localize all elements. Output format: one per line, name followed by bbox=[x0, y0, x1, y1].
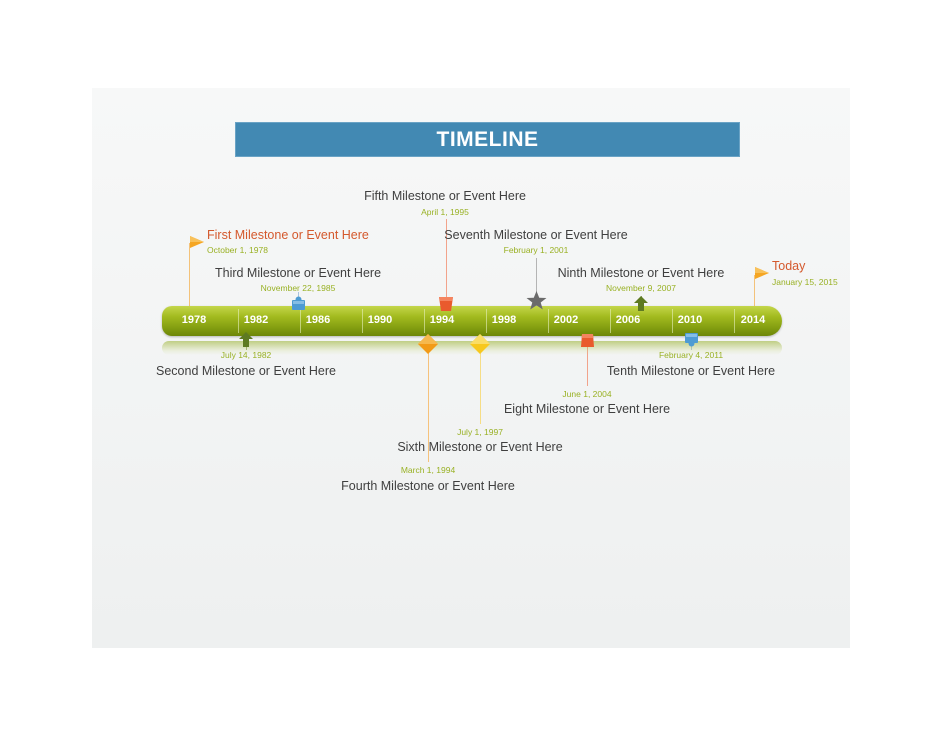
event-title: Eight Milestone or Event Here bbox=[503, 402, 671, 416]
event-date: November 22, 1985 bbox=[260, 283, 336, 293]
year-label: 1978 bbox=[181, 314, 207, 326]
year-divider bbox=[734, 309, 735, 333]
connector-line bbox=[480, 352, 481, 424]
year-label: 1990 bbox=[367, 314, 393, 326]
event-title: Tenth Milestone or Event Here bbox=[606, 364, 776, 378]
timeline-reflection bbox=[162, 341, 782, 355]
year-label: 2010 bbox=[677, 314, 703, 326]
year-label: 2006 bbox=[615, 314, 641, 326]
year-divider bbox=[362, 309, 363, 333]
event-date: October 1, 1978 bbox=[207, 245, 268, 255]
flag-icon bbox=[190, 236, 204, 248]
year-divider bbox=[610, 309, 611, 333]
shield-icon bbox=[581, 334, 594, 347]
event-title: Fourth Milestone or Event Here bbox=[341, 479, 515, 493]
arrow-up-icon bbox=[239, 332, 253, 347]
event-date: February 1, 2001 bbox=[503, 245, 569, 255]
year-label: 1982 bbox=[243, 314, 269, 326]
diamond-icon bbox=[470, 334, 490, 354]
event-title: Today bbox=[772, 259, 806, 273]
puzzle-icon bbox=[292, 296, 305, 310]
event-date: February 4, 2011 bbox=[658, 350, 724, 360]
shield-icon bbox=[439, 297, 453, 311]
event-title: Ninth Milestone or Event Here bbox=[557, 266, 725, 280]
year-divider bbox=[424, 309, 425, 333]
year-label: 1986 bbox=[305, 314, 331, 326]
slide-background bbox=[92, 88, 850, 648]
flag-icon bbox=[755, 267, 769, 279]
event-date: January 15, 2015 bbox=[772, 277, 838, 287]
event-title: First Milestone or Event Here bbox=[207, 228, 369, 242]
event-date: April 1, 1995 bbox=[421, 207, 469, 217]
event-title: Fifth Milestone or Event Here bbox=[364, 189, 526, 203]
connector-line bbox=[587, 346, 588, 386]
event-title: Second Milestone or Event Here bbox=[156, 364, 336, 378]
connector-line bbox=[189, 243, 190, 306]
event-title: Seventh Milestone or Event Here bbox=[444, 228, 628, 242]
star-icon bbox=[526, 291, 547, 310]
event-date: June 1, 2004 bbox=[562, 389, 612, 399]
page-title: TIMELINE bbox=[436, 127, 539, 151]
diamond-icon bbox=[418, 334, 438, 354]
connector-line bbox=[754, 275, 755, 306]
title-banner: TIMELINE bbox=[235, 122, 740, 157]
event-date: March 1, 1994 bbox=[400, 465, 456, 475]
event-title: Sixth Milestone or Event Here bbox=[397, 440, 563, 454]
year-label: 1994 bbox=[429, 314, 455, 326]
connector-line bbox=[446, 219, 447, 306]
event-date: July 14, 1982 bbox=[220, 350, 272, 360]
connector-line bbox=[536, 258, 537, 306]
year-label: 2014 bbox=[740, 314, 766, 326]
year-divider bbox=[548, 309, 549, 333]
year-divider bbox=[672, 309, 673, 333]
year-divider bbox=[300, 309, 301, 333]
event-title: Third Milestone or Event Here bbox=[214, 266, 382, 280]
year-divider bbox=[486, 309, 487, 333]
year-label: 1998 bbox=[491, 314, 517, 326]
arrow-up-icon bbox=[634, 296, 648, 311]
puzzle-icon bbox=[685, 333, 698, 347]
connector-line bbox=[428, 352, 429, 462]
year-label: 2002 bbox=[553, 314, 579, 326]
event-date: November 9, 2007 bbox=[606, 283, 676, 293]
event-date: July 1, 1997 bbox=[457, 427, 503, 437]
year-divider bbox=[238, 309, 239, 333]
timeline-bar bbox=[162, 306, 782, 336]
